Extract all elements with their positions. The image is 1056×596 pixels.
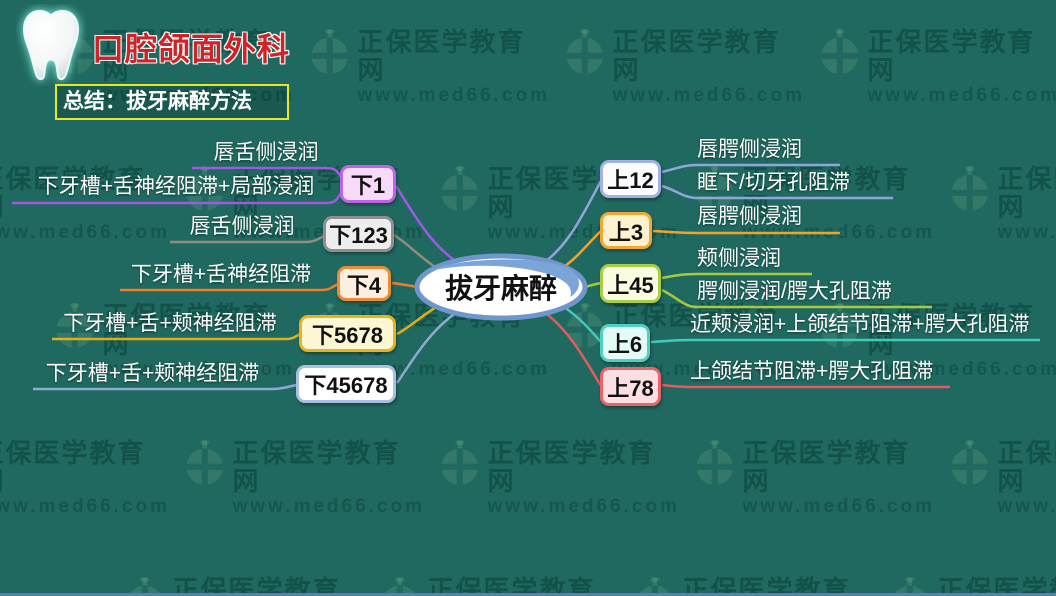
underline-lower-4-a (120, 282, 339, 292)
underline-upper-12-a (661, 163, 840, 174)
underline-upper-12-b (661, 184, 893, 200)
underline-lower-123-a (170, 234, 325, 244)
underline-upper-78-a (661, 383, 950, 389)
branch-line-lower-45678 (395, 307, 463, 384)
label-upper-45-a: 颊侧浸润 (697, 247, 781, 270)
summary-badge: 总结：拔牙麻醉方法 (55, 84, 289, 120)
root-node: 拔牙麻醉 (444, 273, 557, 304)
underline-lower-5678-a (52, 332, 301, 341)
node-upper-78: 上78 (600, 367, 661, 406)
label-upper-78-a: 上颌结节阻滞+腭大孔阻滞 (690, 360, 934, 383)
label-lower-5678-a: 下牙槽+舌+颊神经阻滞 (63, 312, 277, 335)
label-lower-1-b: 下牙槽+舌神经阻滞+局部浸润 (37, 175, 315, 198)
node-upper-12: 上12 (600, 160, 661, 198)
root-ellipse-swoosh (426, 259, 579, 297)
label-upper-12-b: 眶下/切牙孔阻滞 (697, 171, 850, 194)
branch-line-lower-4 (391, 281, 418, 289)
label-lower-123-a: 唇舌侧浸润 (189, 215, 295, 238)
node-upper-3: 上3 (600, 212, 652, 249)
branch-line-lower-1 (394, 185, 463, 267)
node-lower-4: 下4 (337, 266, 391, 301)
node-lower-45678: 下45678 (296, 365, 396, 403)
label-upper-3-a: 唇腭侧浸润 (697, 205, 802, 228)
label-lower-1-a: 唇舌侧浸润 (213, 141, 319, 164)
branch-line-upper-12 (539, 180, 603, 267)
bottom-border-bar (0, 593, 1056, 596)
tooth-icon (23, 9, 79, 81)
label-upper-6-a: 近颊浸润+上颌结节阻滞+腭大孔阻滞 (690, 313, 1030, 336)
branch-line-upper-78 (539, 307, 603, 387)
node-lower-1: 下1 (340, 165, 396, 203)
underline-upper-3-a (652, 229, 840, 235)
underline-upper-45-b (661, 288, 932, 309)
node-upper-6: 上6 (600, 324, 650, 362)
node-upper-45: 上45 (600, 264, 661, 303)
node-lower-123: 下123 (323, 216, 394, 252)
label-upper-12-a: 唇腭侧浸润 (697, 138, 802, 161)
page-title: 口腔颌面外科 (92, 31, 291, 67)
label-lower-4-a: 下牙槽+舌神经阻滞 (130, 263, 312, 286)
label-upper-45-b: 腭侧浸润/腭大孔阻滞 (697, 280, 892, 303)
underline-upper-6-a (650, 338, 1040, 344)
label-lower-45678-a: 下牙槽+舌+颊神经阻滞 (45, 362, 260, 385)
node-lower-5678: 下5678 (299, 315, 396, 352)
underline-lower-45678-a (33, 383, 298, 391)
underline-upper-45-a (661, 272, 812, 280)
